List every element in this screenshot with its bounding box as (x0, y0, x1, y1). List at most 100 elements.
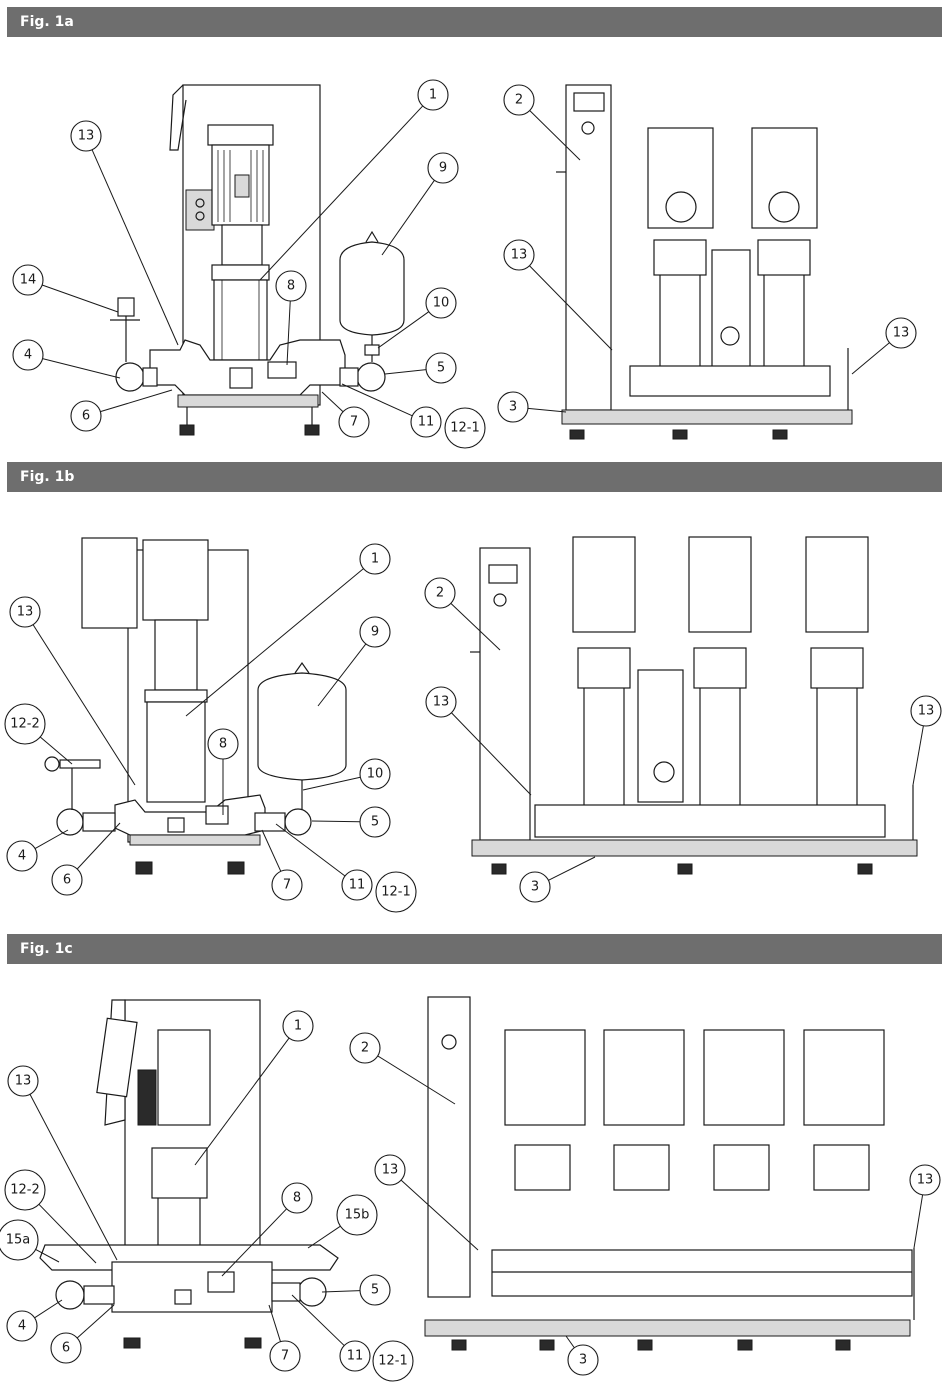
callout-3: 3 (520, 872, 550, 902)
callout-label: 13 (78, 129, 95, 144)
callout-5: 5 (426, 353, 456, 383)
leader-line (276, 824, 345, 876)
manifold-block-1c (112, 1262, 272, 1312)
fig-1a-side-view (110, 85, 404, 435)
callout-2: 2 (504, 85, 534, 115)
callout-4: 4 (7, 841, 37, 871)
callout-label: 12-2 (10, 717, 40, 732)
pump-2-motor (752, 128, 817, 228)
fig-1b-front-view (470, 537, 917, 874)
pressure-tank-front (712, 250, 750, 368)
callout-13: 13 (910, 1165, 940, 1195)
callout-6: 6 (51, 1333, 81, 1363)
pump-1-drive-1c (505, 1030, 585, 1125)
callout-15b: 15b (337, 1195, 377, 1235)
pump-head (212, 265, 269, 280)
callout-2: 2 (425, 578, 455, 608)
callout-label: 2 (436, 586, 444, 601)
pressure-switch (118, 298, 134, 316)
callout-1: 1 (283, 1011, 313, 1041)
callout-13: 13 (426, 687, 456, 717)
baseframe-front-1c (425, 1320, 910, 1336)
leader-line (566, 1336, 574, 1348)
callout-label: 11 (349, 878, 366, 893)
leader-line (100, 390, 172, 412)
callout-13: 13 (8, 1066, 38, 1096)
callout-9: 9 (428, 153, 458, 183)
callout-2: 2 (350, 1033, 380, 1063)
pressure-tank (340, 242, 404, 335)
callout-13: 13 (10, 597, 40, 627)
baseframe-front (562, 410, 852, 424)
motor-lantern-1b (155, 620, 197, 690)
callout-1: 1 (360, 544, 390, 574)
callout-13: 13 (886, 318, 916, 348)
motor-fan-cover (208, 125, 273, 145)
callout-6: 6 (52, 865, 82, 895)
leader-line (322, 392, 343, 412)
callout-8: 8 (282, 1183, 312, 1213)
callout-label: 13 (918, 704, 935, 719)
callout-13: 13 (71, 121, 101, 151)
callout-label: 8 (219, 737, 227, 752)
callout-label: 4 (18, 849, 26, 864)
callout-6: 6 (71, 401, 101, 431)
control-cabinet-1c (428, 997, 470, 1297)
callout-label: 11 (347, 1349, 364, 1364)
callout-label: 1 (429, 88, 437, 103)
callout-label: 5 (371, 1283, 379, 1298)
leader-line (548, 857, 595, 880)
callout-label: 12-1 (378, 1354, 408, 1369)
leader-line (312, 821, 360, 822)
callout-label: 12-2 (10, 1183, 40, 1198)
callout-12-1: 12-1 (376, 872, 416, 912)
pump-4-drive-1c (804, 1030, 884, 1125)
callout-label: 15a (6, 1233, 31, 1248)
callout-11: 11 (340, 1341, 370, 1371)
callout-label: 8 (287, 279, 295, 294)
callout-label: 13 (917, 1173, 934, 1188)
callout-label: 6 (62, 1341, 70, 1356)
callout-label: 5 (371, 815, 379, 830)
callout-12-2: 12-2 (5, 1170, 45, 1210)
leader-line (852, 343, 889, 374)
pump-2-drive-1c (604, 1030, 684, 1125)
non-return-valve (268, 362, 296, 378)
leader-line (322, 1291, 360, 1292)
junction-box (186, 190, 214, 230)
suction-flange-cap (116, 363, 144, 391)
leader-line (77, 1305, 114, 1338)
callout-label: 4 (18, 1319, 26, 1334)
front-manifold-1b (535, 805, 885, 837)
callout-label: 6 (63, 873, 71, 888)
fig-1c-front-view (425, 997, 914, 1350)
leader-line (35, 1300, 62, 1318)
callout-13: 13 (375, 1155, 405, 1185)
callout-label: 2 (515, 93, 523, 108)
callout-7: 7 (270, 1341, 300, 1371)
leader-line (308, 1226, 340, 1248)
callout-14: 14 (13, 265, 43, 295)
control-box-1b (82, 538, 137, 628)
callout-label: 10 (367, 767, 384, 782)
callout-label: 13 (15, 1074, 32, 1089)
callout-4: 4 (7, 1311, 37, 1341)
callout-3: 3 (568, 1345, 598, 1375)
callout-label: 6 (82, 409, 90, 424)
callout-label: 7 (350, 415, 358, 430)
foot-left (180, 425, 194, 435)
leader-line (382, 180, 434, 255)
motor-body-1b (143, 540, 208, 620)
callout-11: 11 (342, 870, 372, 900)
leader-line (92, 150, 178, 345)
callout-5: 5 (360, 1275, 390, 1305)
pump-2-head (758, 240, 810, 275)
callout-5: 5 (360, 807, 390, 837)
callout-label: 12-1 (450, 421, 480, 436)
callout-label: 13 (433, 695, 450, 710)
callout-label: 9 (371, 625, 379, 640)
baseframe-side (178, 395, 318, 407)
callout-3: 3 (498, 392, 528, 422)
leader-line (43, 359, 120, 378)
callout-8: 8 (276, 271, 306, 301)
